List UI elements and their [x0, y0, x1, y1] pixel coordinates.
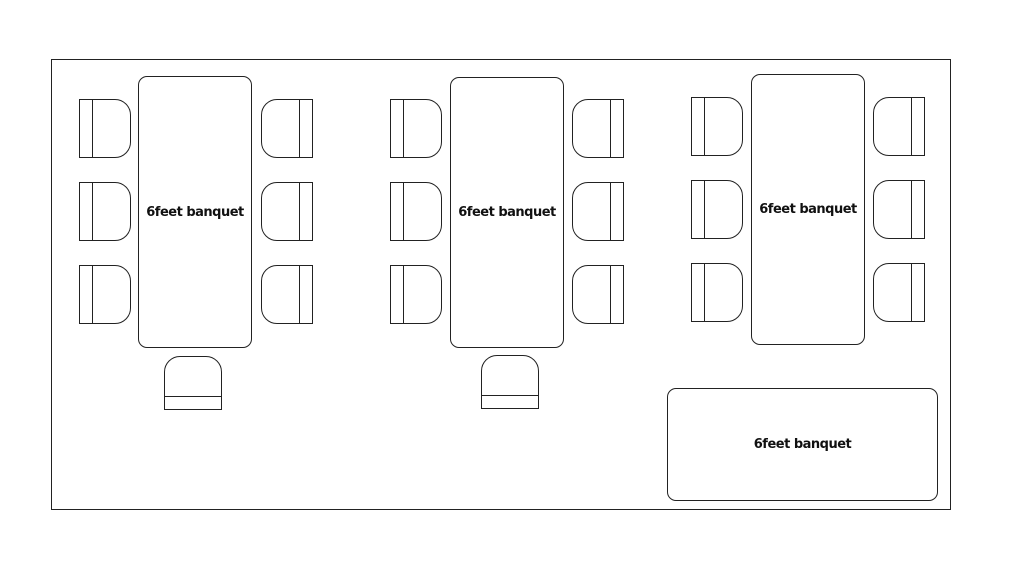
chair	[261, 182, 313, 241]
room-outline	[51, 59, 951, 510]
chair	[572, 182, 624, 241]
chair	[691, 97, 743, 156]
chair	[873, 263, 925, 322]
banquet-table: 6feet banquet	[138, 76, 252, 348]
banquet-table: 6feet banquet	[751, 74, 865, 345]
chair	[691, 180, 743, 239]
chair	[79, 182, 131, 241]
chair	[390, 99, 442, 158]
chair	[572, 99, 624, 158]
chair	[572, 265, 624, 324]
chair	[79, 99, 131, 158]
banquet-table: 6feet banquet	[667, 388, 938, 501]
chair	[261, 265, 313, 324]
chair	[261, 99, 313, 158]
chair	[873, 180, 925, 239]
table-label: 6feet banquet	[146, 204, 244, 220]
chair	[481, 355, 539, 409]
banquet-table: 6feet banquet	[450, 77, 564, 348]
chair	[164, 356, 222, 410]
chair	[691, 263, 743, 322]
chair	[873, 97, 925, 156]
chair	[390, 265, 442, 324]
table-label: 6feet banquet	[759, 202, 857, 217]
table-label: 6feet banquet	[753, 437, 852, 452]
chair	[390, 182, 442, 241]
chair	[79, 265, 131, 324]
table-label: 6feet banquet	[458, 205, 556, 220]
